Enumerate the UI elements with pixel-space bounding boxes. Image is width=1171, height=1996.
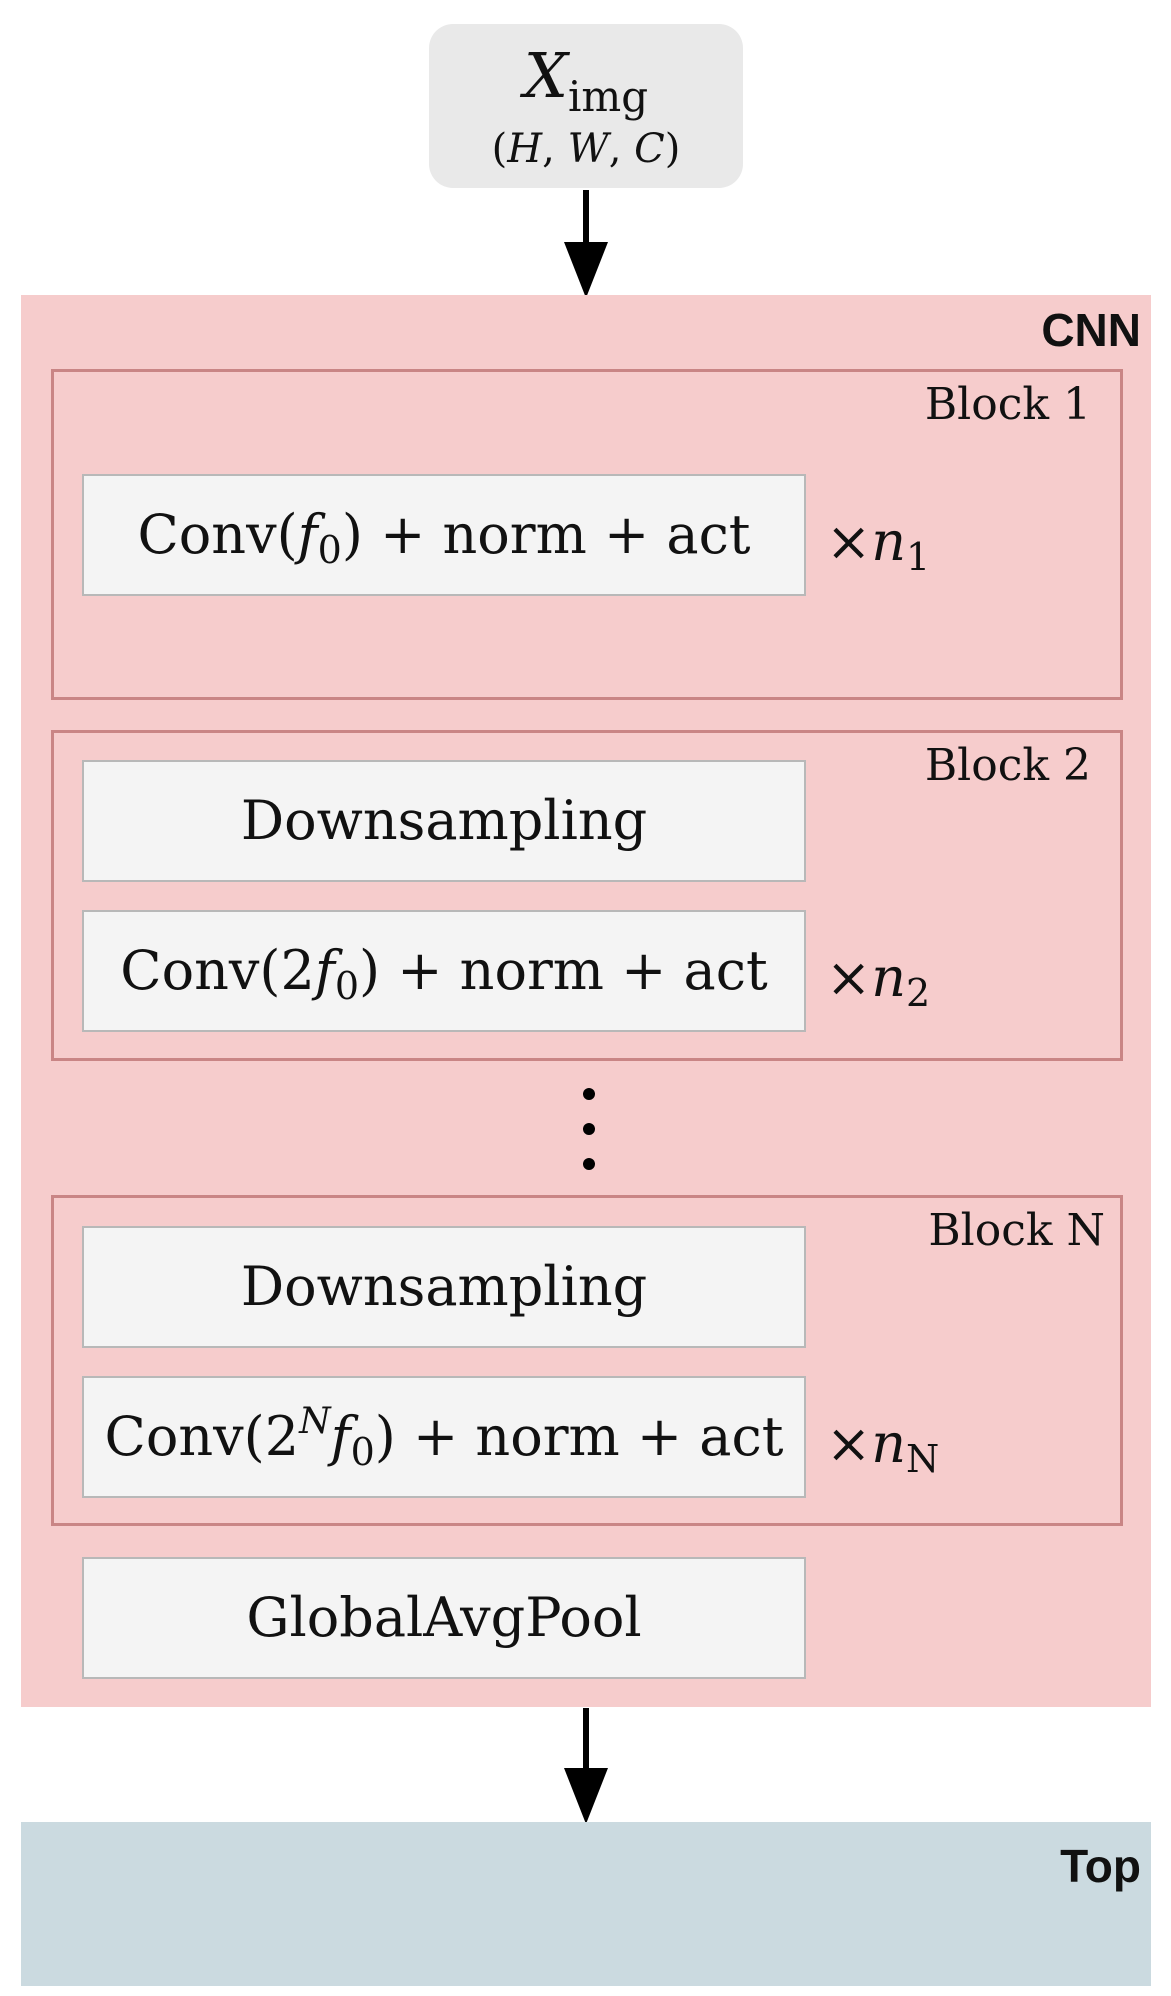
block-2-conv-label: Conv(2f0) + norm + act xyxy=(120,939,768,1008)
arrow-top-shaft xyxy=(583,1708,589,1770)
input-shape-w: W xyxy=(567,126,609,172)
block-1 xyxy=(51,369,1123,700)
block-n xyxy=(51,1195,1123,1526)
block-n-label: Block N xyxy=(928,1205,1105,1256)
block-2-conv-box: Conv(2f0) + norm + act xyxy=(82,910,806,1032)
block-n-downsampling-box: Downsampling xyxy=(82,1226,806,1348)
top-label: Top xyxy=(1060,1840,1141,1892)
block-2-label: Block 2 xyxy=(924,740,1091,791)
ellipsis-dot xyxy=(583,1123,595,1135)
ellipsis-dot xyxy=(583,1158,595,1170)
input-subscript: img xyxy=(567,72,649,121)
arrow-top-head xyxy=(564,1768,608,1824)
input-shape: (H, W, C) xyxy=(491,126,681,172)
block-n-repeat: ×nN xyxy=(826,1412,940,1481)
block-n-conv-box: Conv(2Nf0) + norm + act xyxy=(82,1376,806,1498)
global-avg-pool-box: GlobalAvgPool xyxy=(82,1557,806,1679)
block-2-repeat: ×n2 xyxy=(826,946,931,1015)
input-node: Ximg (H, W, C) xyxy=(429,24,743,188)
input-label: Ximg xyxy=(429,39,743,118)
block-1-repeat: ×n1 xyxy=(826,510,931,579)
block-n-downsampling-label: Downsampling xyxy=(240,1255,648,1318)
block-1-conv-box: Conv(f0) + norm + act xyxy=(82,474,806,596)
global-avg-pool-label: GlobalAvgPool xyxy=(246,1586,642,1649)
block-1-conv-label: Conv(f0) + norm + act xyxy=(137,503,751,572)
arrow-input-shaft xyxy=(583,190,589,244)
input-shape-h: H xyxy=(507,126,543,172)
cnn-label: CNN xyxy=(1041,304,1141,356)
block-2-downsampling-label: Downsampling xyxy=(240,789,648,852)
block-1-label: Block 1 xyxy=(924,379,1091,430)
block-2 xyxy=(51,730,1123,1061)
input-shape-c: C xyxy=(634,126,665,172)
block-n-conv-label: Conv(2Nf0) + norm + act xyxy=(104,1401,784,1474)
ellipsis-dot xyxy=(583,1088,595,1100)
arrow-input-head xyxy=(564,242,608,298)
input-symbol: X xyxy=(523,39,568,112)
top-panel xyxy=(21,1822,1151,1986)
block-2-downsampling-box: Downsampling xyxy=(82,760,806,882)
